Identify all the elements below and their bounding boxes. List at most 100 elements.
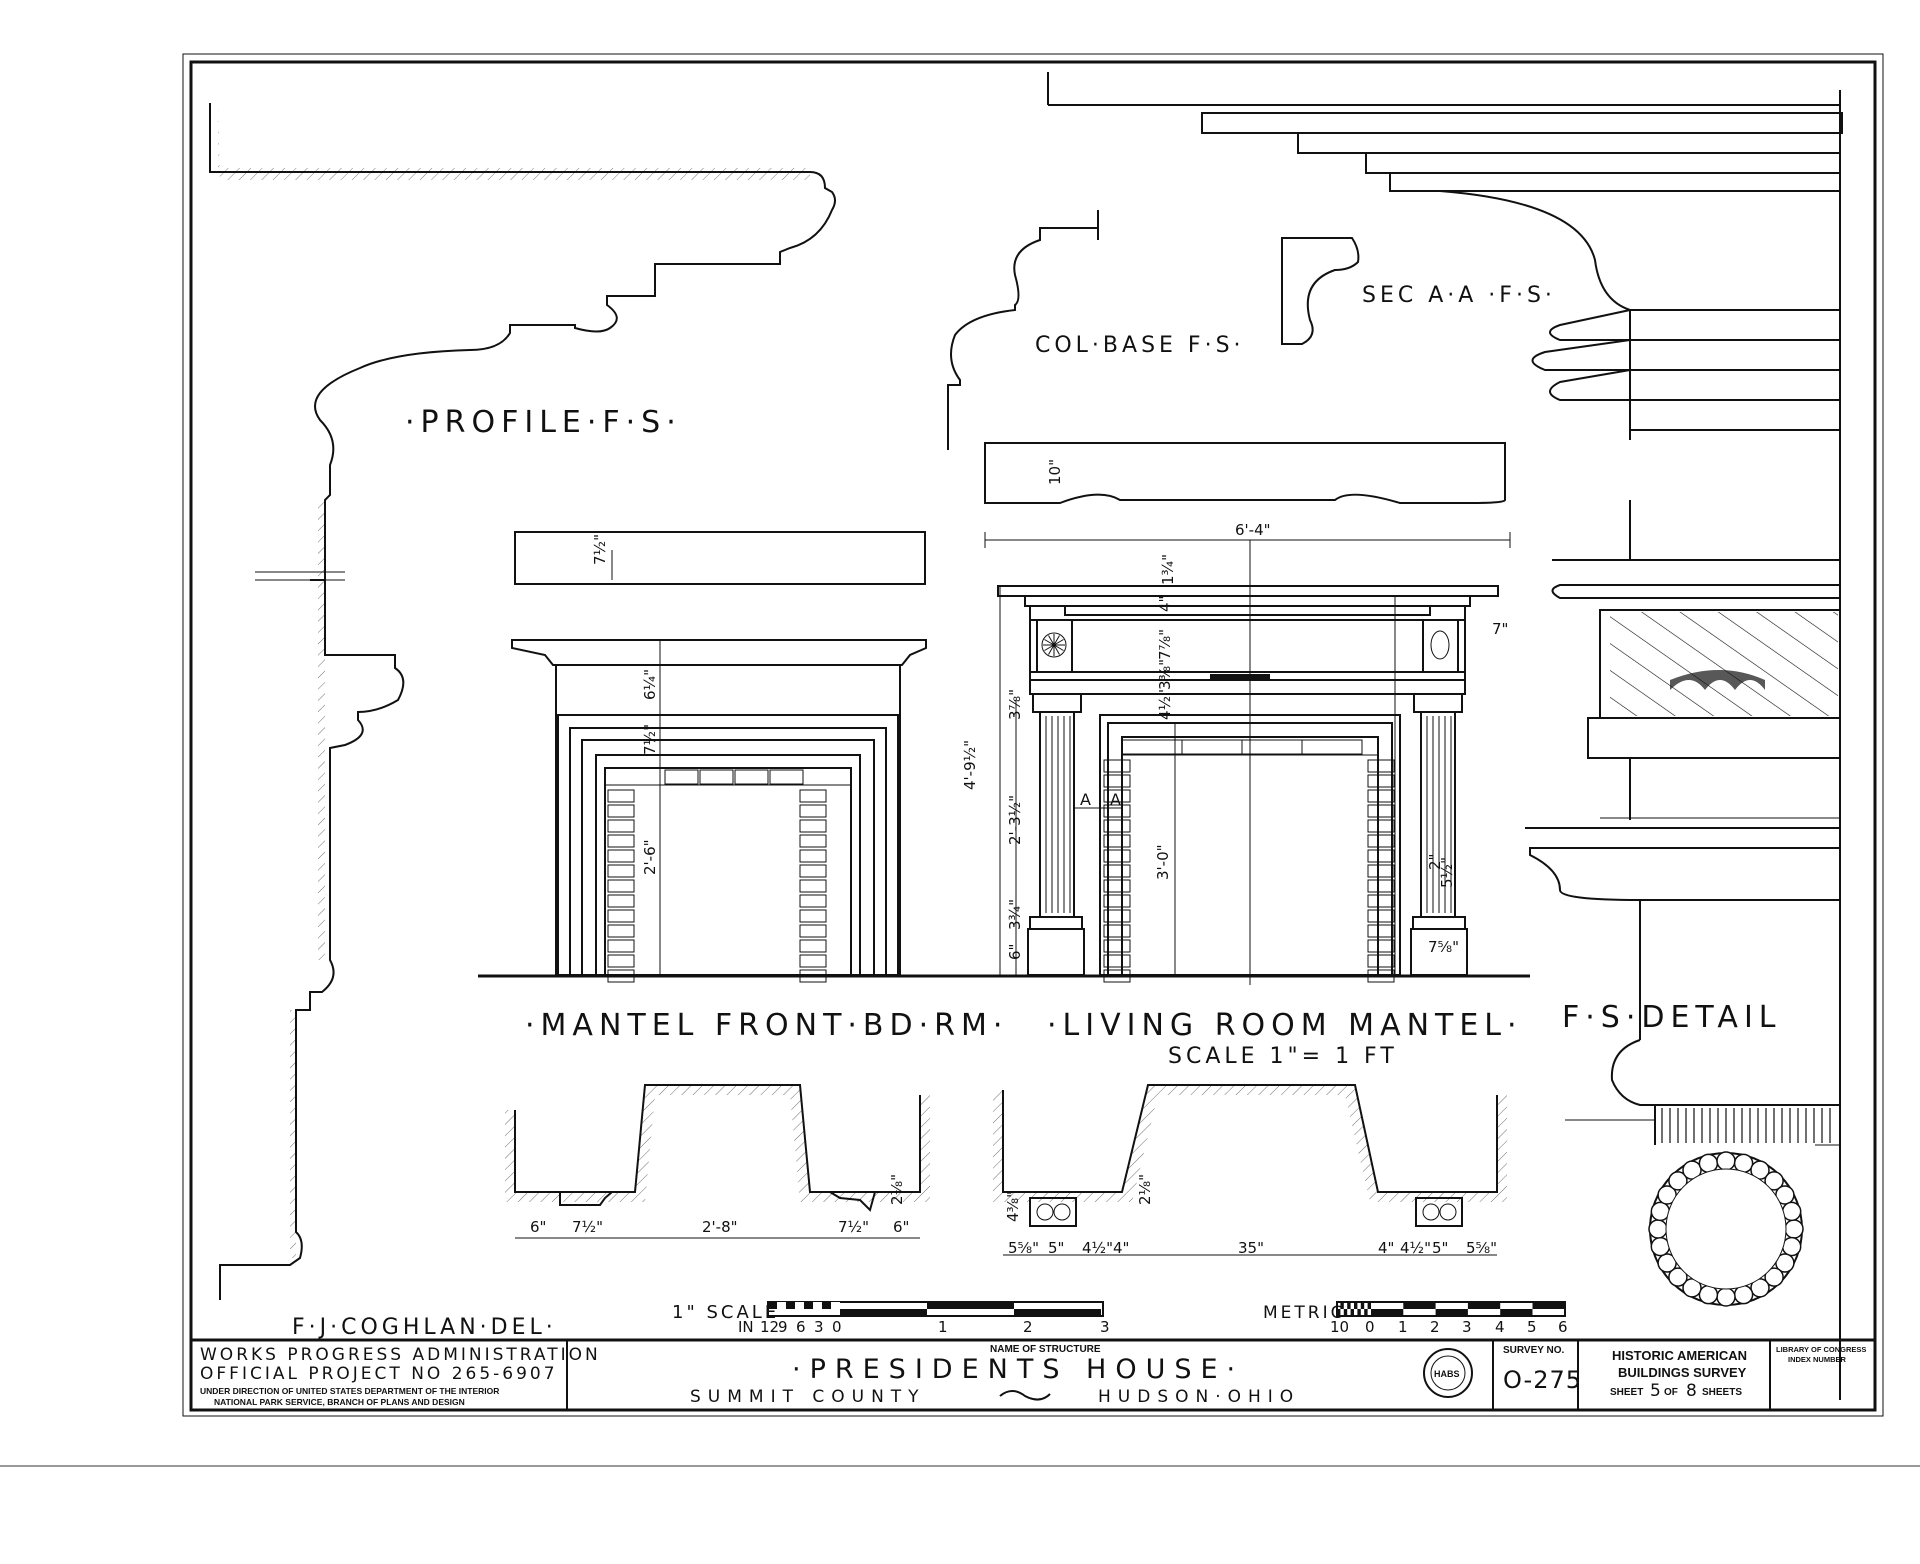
agency-line-3: UNDER DIRECTION OF UNITED STATES DEPARTM… bbox=[200, 1386, 499, 1396]
metric-scale-label: METRIC bbox=[1263, 1303, 1346, 1323]
imperial-tick: 12 bbox=[760, 1318, 779, 1336]
imperial-scale-segments bbox=[768, 1302, 1101, 1316]
plan-lr-dim-5: 35" bbox=[1238, 1239, 1264, 1257]
scalloped-column-section bbox=[1648, 1151, 1804, 1307]
plan-lr-dim-2: 5" bbox=[1048, 1239, 1064, 1257]
location-name: HUDSON·OHIO bbox=[1098, 1387, 1300, 1407]
metric-tick: 0 bbox=[1365, 1318, 1375, 1336]
delineator-label: F·J·COGHLAN·DEL· bbox=[292, 1315, 557, 1340]
pilaster-flutes bbox=[1045, 716, 1452, 913]
agency-line-1: WORKS PROGRESS ADMINISTRATION bbox=[200, 1345, 601, 1365]
bd-mantel-plan: 6" 7½" 2'-8" 7½" 6" 2⅛" bbox=[505, 1084, 930, 1239]
habs-line-1: HISTORIC AMERICAN bbox=[1612, 1348, 1747, 1363]
plan-lr-dim-3: 4½" bbox=[1082, 1239, 1113, 1257]
metric-scale-segments bbox=[1337, 1302, 1565, 1316]
agency-line-2: OFFICIAL PROJECT NO 265-6907 bbox=[200, 1364, 558, 1384]
imperial-tick: 0 bbox=[832, 1318, 842, 1336]
dim-base-6: 6" bbox=[1006, 944, 1024, 960]
sheet-total: 8 bbox=[1686, 1381, 1697, 1401]
inner-border bbox=[189, 60, 1877, 1412]
sheet-prefix: SHEET bbox=[1610, 1387, 1643, 1398]
plan-bd-dim-5: 6" bbox=[893, 1218, 909, 1236]
dim-top-2: 4" bbox=[1156, 596, 1174, 612]
metric-scale-bar: METRIC 10 0 1 2 3 4 5 6 bbox=[1263, 1301, 1568, 1336]
imperial-tick: 3 bbox=[814, 1318, 824, 1336]
habs-line-2: BUILDINGS SURVEY bbox=[1618, 1365, 1747, 1380]
dim-side-7: 7" bbox=[1492, 620, 1508, 638]
col-base-label: COL·BASE F·S· bbox=[1035, 333, 1245, 358]
metric-tick: 2 bbox=[1430, 1318, 1440, 1336]
fs-detail-label: F·S·DETAIL bbox=[1562, 1000, 1782, 1035]
plan-lr-dim-4: 4" bbox=[1113, 1239, 1129, 1257]
dim-base-3: 3¾" bbox=[1006, 899, 1024, 930]
dim-lr-shelf: 10" bbox=[1046, 459, 1064, 485]
mantel-front-label: ·MANTEL FRONT·BD·RM· bbox=[525, 1008, 1008, 1043]
plan-lr-depth-a: 4⅜" bbox=[1004, 1191, 1022, 1222]
survey-number: O-275 bbox=[1503, 1366, 1582, 1394]
title-block: WORKS PROGRESS ADMINISTRATION OFFICIAL P… bbox=[191, 1338, 1875, 1410]
living-room-mantel-elevation: 10" 6'-4" 1¾" bbox=[958, 442, 1530, 1069]
dim-opening-living: 3'-0" bbox=[1154, 844, 1172, 880]
seal-text: HABS bbox=[1434, 1369, 1460, 1379]
sec-aa-label: SEC A·A ·F·S· bbox=[1362, 283, 1556, 308]
metric-tick: 6 bbox=[1558, 1318, 1568, 1336]
section-mark-a-right: A bbox=[1110, 790, 1124, 809]
plan-bd-dim-4: 7½" bbox=[838, 1218, 869, 1236]
dim-bd-75: 7½" bbox=[641, 724, 659, 755]
dim-overall-height: 4'-9½" bbox=[961, 740, 979, 790]
profile-label: ·PROFILE·F·S· bbox=[405, 405, 682, 440]
sheet-suffix: SHEETS bbox=[1702, 1387, 1742, 1398]
scale-note: SCALE 1"= 1 FT bbox=[1168, 1044, 1398, 1069]
imperial-tick: 6 bbox=[796, 1318, 806, 1336]
metric-tick: 10 bbox=[1330, 1318, 1349, 1336]
plan-lr-dim-7: 4½" bbox=[1400, 1239, 1431, 1257]
metric-tick: 1 bbox=[1398, 1318, 1408, 1336]
imperial-tick: 3 bbox=[1100, 1318, 1110, 1336]
dim-top-1: 1¾" bbox=[1159, 554, 1177, 585]
imperial-scale-label: 1" SCALE bbox=[672, 1302, 779, 1323]
imperial-tick: 9 bbox=[778, 1318, 788, 1336]
profile-fs-drawing: ·PROFILE·F·S· F·J·COGHLAN·DEL· bbox=[209, 103, 836, 1340]
metric-tick-labels: 10 0 1 2 3 4 5 6 bbox=[1330, 1318, 1568, 1336]
fluted-band bbox=[1661, 1108, 1831, 1143]
dim-bd-64: 6¼" bbox=[641, 669, 659, 700]
dim-top-4: 3⅜" bbox=[1156, 659, 1174, 690]
fs-detail-drawing: F·S·DETAIL bbox=[1047, 72, 1843, 1400]
dim-cap: 3⅞" bbox=[1006, 689, 1024, 720]
dim-pilaster-5: 5½" bbox=[1438, 857, 1456, 888]
bd-firebox-bricks bbox=[607, 769, 827, 983]
living-room-mantel-label: ·LIVING ROOM MANTEL· bbox=[1047, 1008, 1523, 1043]
metric-tick: 4 bbox=[1495, 1318, 1505, 1336]
metric-tick: 3 bbox=[1462, 1318, 1472, 1336]
loc-line-1: LIBRARY OF CONGRESS bbox=[1776, 1345, 1866, 1354]
plan-lr-dim-1: 5⅝" bbox=[1008, 1239, 1039, 1257]
plan-bd-depth: 2⅛" bbox=[888, 1174, 906, 1205]
plan-bd-dim-2: 7½" bbox=[572, 1218, 603, 1236]
plan-lr-dim-9: 5⅝" bbox=[1466, 1239, 1497, 1257]
plan-lr-dim-8: 5" bbox=[1432, 1239, 1448, 1257]
imperial-tick: 2 bbox=[1023, 1318, 1033, 1336]
dim-overall-width: 6'-4" bbox=[1235, 521, 1271, 539]
loc-line-2: INDEX NUMBER bbox=[1788, 1355, 1847, 1364]
name-caption: NAME OF STRUCTURE bbox=[990, 1344, 1101, 1355]
lr-firebox-bricks bbox=[1103, 739, 1395, 983]
sec-aa-drawing: SEC A·A ·F·S· bbox=[1281, 237, 1556, 345]
dim-bd-shelf: 7½" bbox=[591, 534, 609, 565]
plan-bd-dim-1: 6" bbox=[530, 1218, 546, 1236]
col-base-drawing: COL·BASE F·S· bbox=[947, 210, 1245, 450]
mantel-front-bdrm-elevation: 7½" 6¼" 7½" 2'-6" ·MANTEL FRONT·BD·RM· bbox=[478, 531, 1008, 1043]
agency-seal: HABS bbox=[1423, 1348, 1473, 1398]
survey-caption: SURVEY NO. bbox=[1503, 1345, 1565, 1356]
dim-bd-opening: 2'-6" bbox=[641, 839, 659, 875]
dim-top-5: 4½" bbox=[1156, 689, 1174, 720]
plan-lr-dim-6: 4" bbox=[1378, 1239, 1394, 1257]
agency-line-4: NATIONAL PARK SERVICE, BRANCH OF PLANS A… bbox=[214, 1397, 465, 1407]
dim-top-3: 7⅞" bbox=[1156, 629, 1174, 660]
lr-mantel-plan: 5⅝" 5" 4½" 4" 35" 4" 4½" 5" 5⅝" 4⅜" 2⅛" bbox=[993, 1084, 1507, 1257]
dim-pilaster-2: 2" bbox=[1426, 854, 1444, 870]
metric-tick: 5 bbox=[1527, 1318, 1537, 1336]
dim-plinth: 7⅝" bbox=[1428, 938, 1459, 956]
plan-bd-dim-3: 2'-8" bbox=[702, 1218, 738, 1236]
